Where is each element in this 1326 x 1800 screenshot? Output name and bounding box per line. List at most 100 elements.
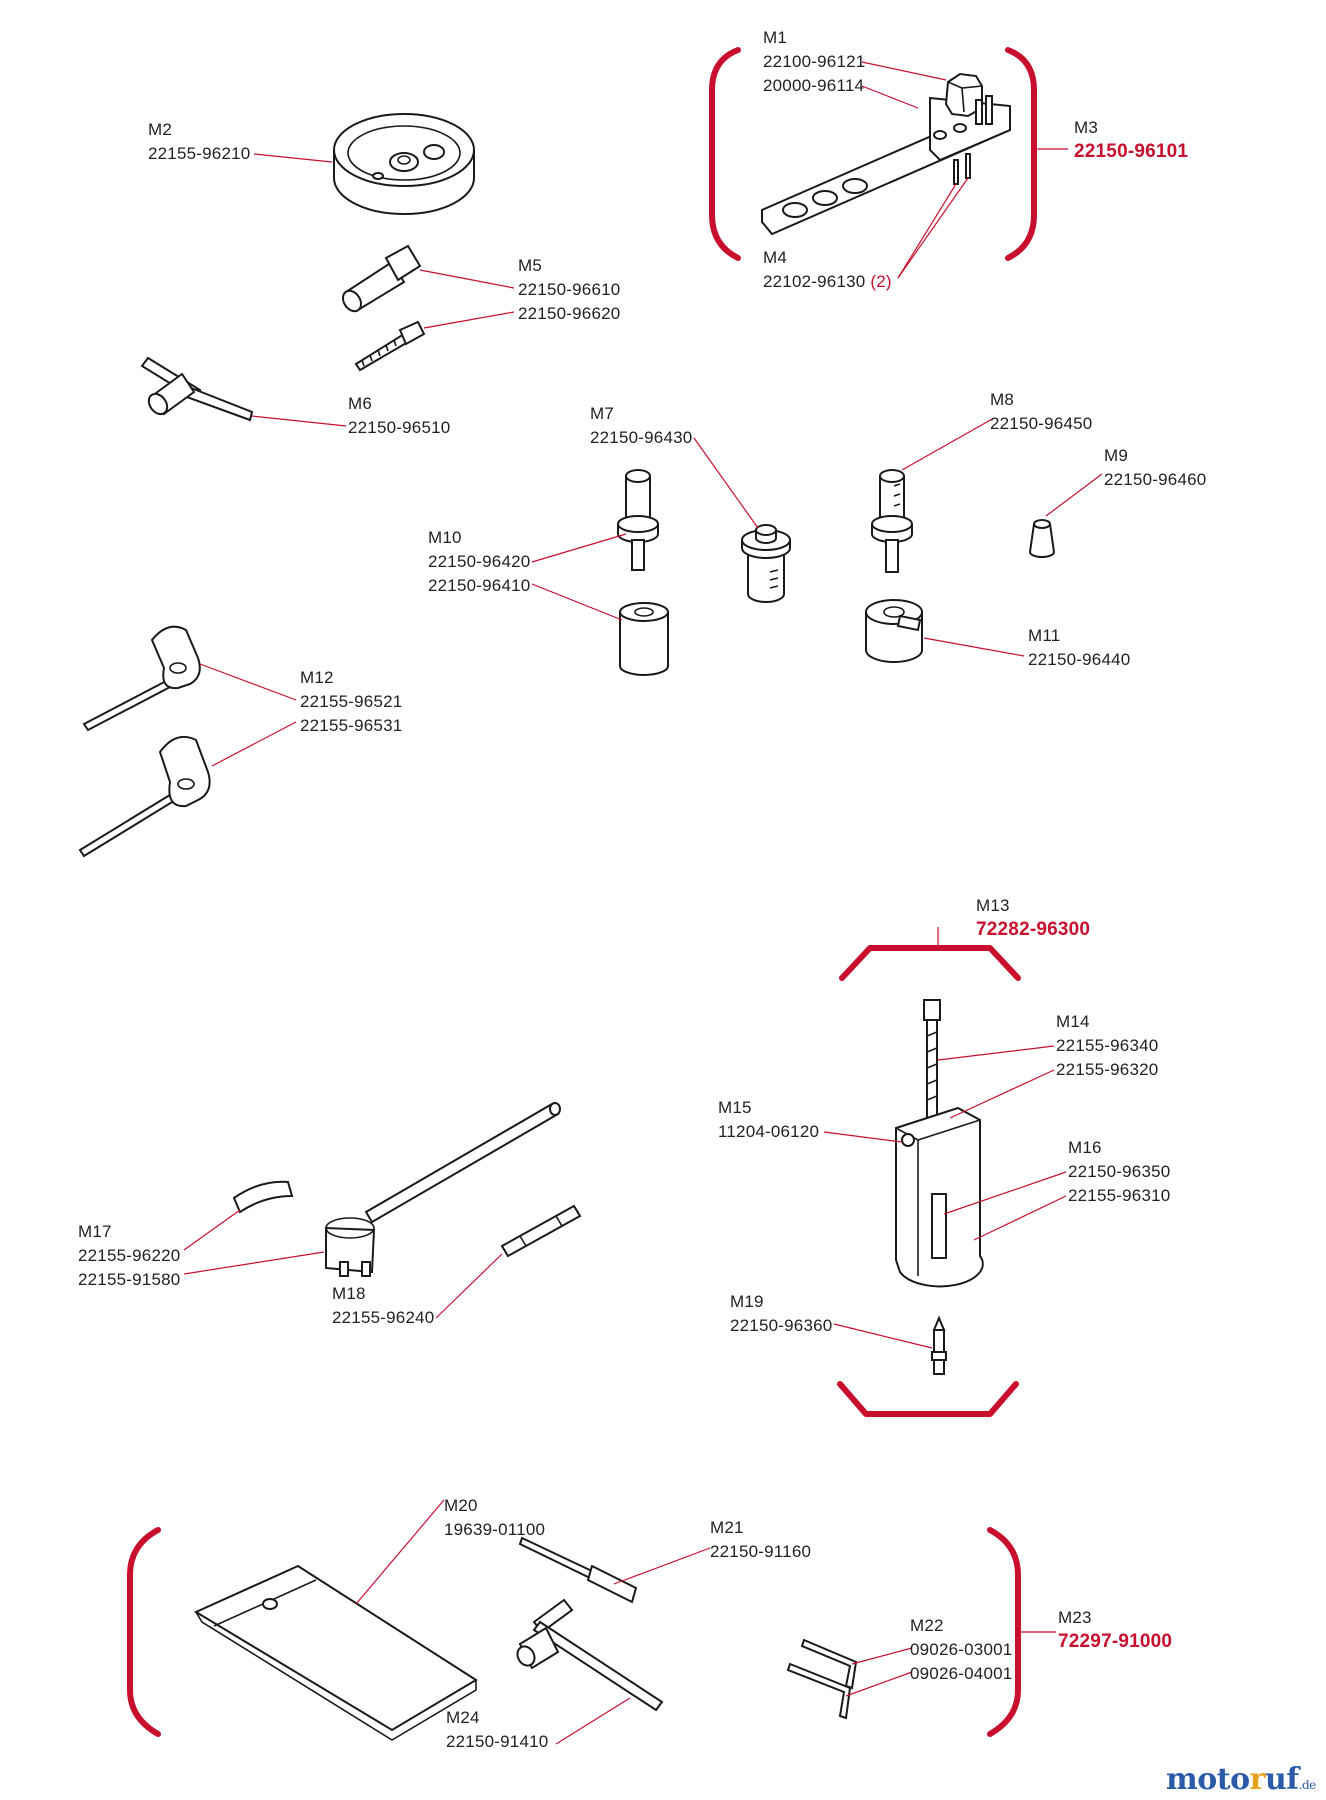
m1-plate-tool-drawing [761, 72, 1011, 236]
leader-m2 [253, 153, 333, 163]
label-m18: M18 22155-96240 [332, 1282, 434, 1330]
m7-puller-drawing [741, 524, 791, 603]
watermark-part-3: uf [1264, 1762, 1299, 1797]
label-m4-qty: (2) [870, 272, 892, 291]
leader-m10-b [531, 583, 623, 621]
label-m23-id: M23 [1058, 1608, 1092, 1627]
label-m24: M24 22150-91410 [446, 1706, 548, 1754]
bracket-m3-left [709, 47, 741, 261]
label-m8: M8 22150-96450 [990, 388, 1092, 436]
m21-screwdriver-drawing [518, 1536, 638, 1604]
label-m23-assembly: 72297-91000 [1058, 1631, 1173, 1652]
leader-m17-b [183, 1251, 325, 1275]
brand-watermark: motoruf.de [1166, 1762, 1316, 1797]
label-m4-id: M4 [763, 248, 788, 267]
label-m3: M3 22150-96101 [1074, 116, 1188, 164]
label-m16: M16 22150-96350 22155-96310 [1068, 1136, 1170, 1208]
label-m16-part-2: 22155-96310 [1068, 1186, 1171, 1205]
m10-pin-drawing [617, 469, 659, 571]
m8-pin-tool-drawing [871, 469, 913, 573]
m15-body-drawing [895, 1106, 984, 1288]
label-m10: M10 22150-96420 22150-96410 [428, 526, 530, 598]
label-m15: M15 11204-06120 [718, 1096, 819, 1144]
label-m7-id: M7 [590, 404, 615, 423]
label-m2-id: M2 [148, 120, 173, 139]
label-m15-id: M15 [718, 1098, 752, 1117]
label-m11-part-1: 22150-96440 [1028, 650, 1131, 669]
leader-m7 [693, 437, 759, 529]
label-m13: M13 72282-96300 [976, 894, 1090, 942]
label-m13-assembly: 72282-96300 [976, 919, 1091, 940]
label-m18-part-1: 22155-96240 [332, 1308, 435, 1327]
label-m12-part-2: 22155-96531 [300, 716, 403, 735]
leader-m14-a [937, 1045, 1055, 1061]
label-m10-id: M10 [428, 528, 462, 547]
label-m3-assembly: 22150-96101 [1074, 141, 1189, 162]
label-m22-id: M22 [910, 1616, 944, 1635]
m18-rod-tool-drawing [325, 1102, 561, 1277]
label-m9-id: M9 [1104, 446, 1129, 465]
label-m2: M2 22155-96210 [148, 118, 250, 166]
label-m2-part-1: 22155-96210 [148, 144, 251, 163]
label-m1-part-1: 22100-96121 [763, 52, 866, 71]
leader-m5-a [419, 269, 515, 289]
leader-m12-b [211, 721, 297, 767]
label-m14-part-2: 22155-96320 [1056, 1060, 1159, 1079]
label-m22: M22 09026-03001 09026-04001 [910, 1614, 1012, 1686]
label-m11-id: M11 [1028, 626, 1061, 645]
leader-m22-b [845, 1671, 913, 1697]
bracket-m23-left [127, 1527, 161, 1737]
m18-extension-drawing [500, 1204, 582, 1258]
m20-pouch-drawing [193, 1564, 478, 1741]
m19-pin-drawing [931, 1315, 947, 1375]
leader-m4-a [897, 183, 957, 279]
m9-cap-drawing [1028, 519, 1056, 558]
leader-m5-b [423, 311, 515, 329]
leader-m22-a [851, 1647, 913, 1665]
label-m4: M4 22102-96130 (2) [763, 246, 892, 294]
m5-bolt-drawing [354, 320, 426, 372]
label-m17-id: M17 [78, 1222, 112, 1241]
m24-spark-wrench-drawing [516, 1598, 664, 1712]
label-m5: M5 22150-96610 22150-96620 [518, 254, 620, 326]
leader-m15 [823, 1131, 903, 1143]
leader-m17-a [183, 1209, 241, 1251]
leader-m4-b [897, 177, 969, 279]
leader-m9 [1045, 473, 1103, 517]
label-m1-id: M1 [763, 28, 788, 47]
m17-clip-drawing [232, 1180, 294, 1214]
label-m5-id: M5 [518, 256, 543, 275]
label-m18-id: M18 [332, 1284, 366, 1303]
label-m1-part-2: 20000-96114 [763, 76, 865, 95]
label-m20: M20 19639-01100 [444, 1494, 545, 1542]
label-m20-id: M20 [444, 1496, 478, 1515]
leader-m20 [355, 1499, 445, 1605]
m14-screw-drawing [923, 999, 941, 1121]
m5-sleeve-drawing [342, 244, 422, 313]
label-m9: M9 22150-96460 [1104, 444, 1206, 492]
label-m10-part-1: 22150-96420 [428, 552, 531, 571]
label-m22-part-1: 09026-03001 [910, 1640, 1013, 1659]
m10-collar-drawing [619, 602, 669, 676]
leader-m1-a [861, 61, 947, 81]
leader-m14-b [949, 1069, 1055, 1119]
label-m3-id: M3 [1074, 118, 1099, 137]
m11-holder-drawing [865, 599, 923, 663]
label-m16-id: M16 [1068, 1138, 1102, 1157]
label-m5-part-2: 22150-96620 [518, 304, 621, 323]
leader-m24 [555, 1697, 631, 1745]
label-m23: M23 72297-91000 [1058, 1606, 1172, 1654]
bracket-m23-right [987, 1527, 1021, 1737]
label-m6-id: M6 [348, 394, 373, 413]
label-m16-part-1: 22150-96350 [1068, 1162, 1171, 1181]
label-m7: M7 22150-96430 [590, 402, 692, 450]
label-m24-id: M24 [446, 1708, 480, 1727]
leader-m16-b [973, 1195, 1067, 1241]
label-m6-part-1: 22150-96510 [348, 418, 451, 437]
label-m11: M11 22150-96440 [1028, 624, 1130, 672]
leader-m12-a [199, 663, 297, 701]
watermark-part-2: r [1249, 1762, 1266, 1797]
label-m14-part-1: 22155-96340 [1056, 1036, 1159, 1055]
watermark-part-1: moto [1166, 1762, 1250, 1797]
